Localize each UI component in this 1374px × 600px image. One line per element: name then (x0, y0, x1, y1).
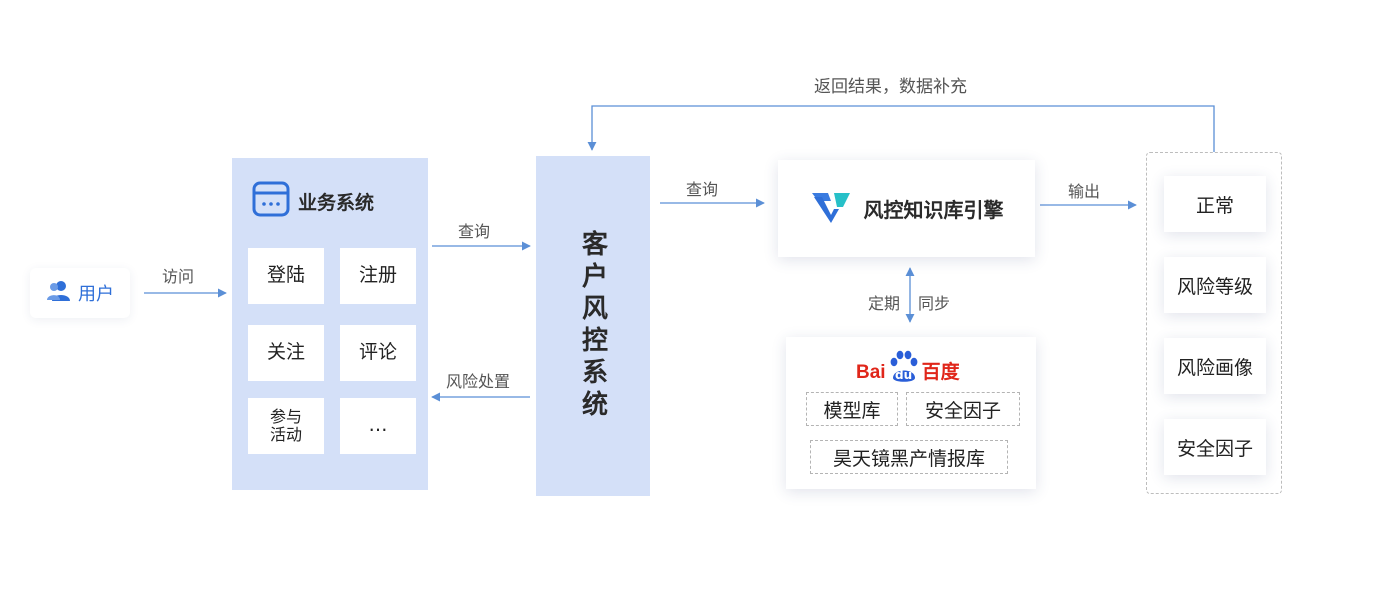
output-risk-level: 风险等级 (1164, 257, 1266, 313)
arrow-output-feedback (587, 105, 1215, 152)
output-security-factor: 安全因子 (1164, 419, 1266, 475)
risk-control-system-panel: 客户风控系统 (536, 156, 650, 496)
edge-label-feedback: 返回结果，数据补充 (814, 77, 967, 97)
output-box (1146, 152, 1282, 494)
user-node: 用户 (30, 268, 130, 318)
business-system-title: 业务系统 (298, 191, 375, 214)
output-normal: 正常 (1164, 176, 1266, 232)
tile-register: 注册 (340, 248, 416, 304)
knowledge-engine-box: 风控知识库引擎 (778, 160, 1035, 257)
browser-window-icon (252, 180, 290, 222)
knowledge-engine-title: 风控知识库引擎 (863, 198, 1004, 222)
paw-icon: du (888, 350, 920, 384)
baidu-logo-latin: Bai (856, 362, 886, 383)
chip-model-library: 模型库 (806, 392, 898, 426)
tile-join-activity: 参与 活动 (248, 398, 324, 454)
edge-label-dispose: 风险处置 (446, 372, 511, 391)
edge-label-output: 输出 (1068, 182, 1101, 201)
business-system-header: 业务系统 (252, 180, 374, 222)
tile-comment: 评论 (340, 325, 416, 381)
edge-label-visit: 访问 (162, 267, 195, 286)
edge-label-query-left: 查询 (458, 222, 491, 241)
baidu-logo: Bai du 百度 (856, 350, 960, 384)
edge-label-sync-periodic: 定期 (868, 294, 901, 313)
output-risk-profile: 风险画像 (1164, 338, 1266, 394)
tile-login: 登陆 (248, 248, 324, 304)
edge-label-sync: 同步 (918, 294, 951, 313)
tile-follow: 关注 (248, 325, 324, 381)
chip-threat-intel-library: 昊天镜黑产情报库 (810, 440, 1008, 474)
baidu-logo-du: du (895, 368, 913, 382)
tile-more: … (340, 398, 416, 454)
risk-control-system-label: 客户风控系统 (577, 230, 608, 422)
shield-v-logo-icon (810, 187, 852, 231)
chip-security-factor: 安全因子 (906, 392, 1020, 426)
user-label: 用户 (78, 284, 114, 305)
user-group-icon (46, 280, 72, 307)
baidu-logo-cn: 百度 (921, 361, 960, 383)
edge-label-query-right: 查询 (686, 180, 719, 199)
